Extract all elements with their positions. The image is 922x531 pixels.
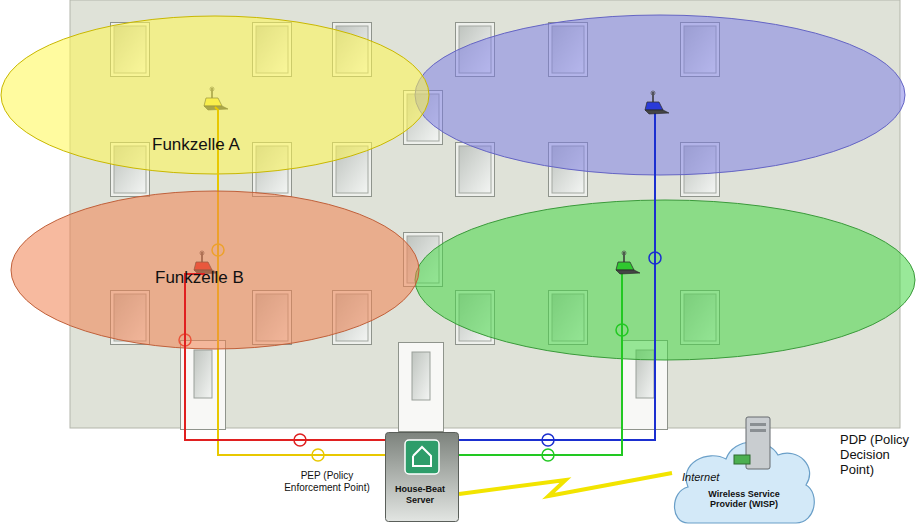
text-holder: House-Beat Server <box>385 484 455 507</box>
label-holder: PEP (Policy Enforcement Point) <box>272 470 382 495</box>
node-text: Wireless Service Provider (WISP) <box>694 489 794 509</box>
label-holder: PDP (Policy Decision Point) <box>840 432 915 478</box>
node-text: House-Beat Server <box>385 484 455 506</box>
server-box: House-Beat Server <box>385 432 459 522</box>
text-holder: Internet <box>682 467 719 485</box>
node-text: Funkzelle B <box>155 268 244 288</box>
wireless-link <box>459 473 672 496</box>
radio-cell: Funkzelle A <box>0 15 430 175</box>
text-holder: Wireless Service Provider (WISP) <box>694 489 794 511</box>
text-holder: Funkzelle A <box>152 135 240 155</box>
role-label: PEP (Policy Enforcement Point) <box>272 470 382 494</box>
text-holder: Funkzelle B <box>155 268 244 288</box>
radio-cell <box>415 200 915 360</box>
server-box-outline <box>385 432 459 522</box>
internet-cloud: InternetWireless Service Provider (WISP) <box>668 415 818 527</box>
network-wire <box>455 108 655 440</box>
role-label: PDP (Policy Decision Point) <box>840 432 915 477</box>
network-wire <box>185 350 385 440</box>
node-text: Internet <box>682 471 719 483</box>
network-wire <box>455 268 622 455</box>
radio-cell <box>415 15 905 175</box>
node-text: Funkzelle A <box>152 135 240 155</box>
radio-cell: Funkzelle B <box>10 190 420 350</box>
